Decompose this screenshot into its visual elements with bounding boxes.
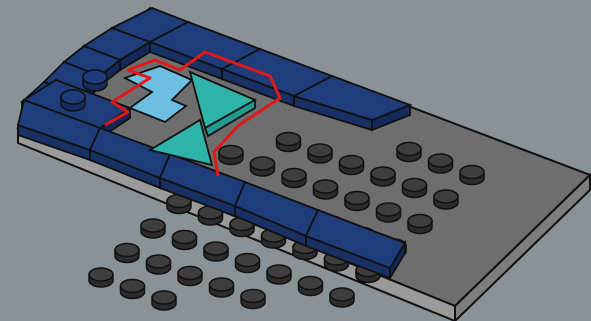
stud-top (83, 70, 107, 84)
stud-top (277, 133, 301, 146)
stud (434, 190, 458, 209)
stud (241, 290, 265, 309)
stud (152, 291, 176, 310)
stud-top (210, 278, 234, 291)
stud-top (121, 280, 145, 293)
stud-top (219, 146, 243, 159)
stud-top (251, 157, 275, 170)
stud (308, 144, 332, 163)
stud (371, 167, 395, 186)
stud (173, 231, 197, 250)
stud-top (308, 144, 332, 157)
stud-top (434, 190, 458, 203)
stud (282, 169, 306, 188)
stud (178, 267, 202, 286)
stud (251, 157, 275, 176)
stud (277, 133, 301, 152)
stud-top (429, 154, 453, 167)
stud (267, 265, 291, 284)
stud (236, 254, 260, 273)
stud-top (89, 268, 113, 281)
stud-top (115, 244, 139, 257)
navy-stud (61, 90, 85, 111)
stud-top (340, 156, 364, 169)
stud (121, 280, 145, 299)
stud (219, 146, 243, 165)
stud-top (173, 231, 197, 244)
stud (377, 203, 401, 222)
stud-top (282, 169, 306, 182)
stud (89, 268, 113, 287)
stud-top (330, 288, 354, 301)
stud (340, 156, 364, 175)
stud-top (61, 90, 85, 104)
stud-top (147, 255, 171, 268)
stud (204, 242, 228, 261)
stud (141, 219, 165, 238)
stud (210, 278, 234, 297)
stud-top (371, 167, 395, 180)
stud-top (141, 219, 165, 232)
stud (460, 166, 484, 185)
stud-top (236, 254, 260, 267)
stud (330, 288, 354, 307)
stud-top (377, 203, 401, 216)
stud-top (345, 192, 369, 205)
stud (429, 154, 453, 173)
stud-top (397, 143, 421, 156)
stud-top (460, 166, 484, 179)
stud (115, 244, 139, 263)
stud-top (267, 265, 291, 278)
stud-top (314, 180, 338, 193)
stud-top (204, 242, 228, 255)
stud-top (403, 179, 427, 192)
stud-top (408, 215, 432, 228)
stud-top (152, 291, 176, 304)
navy-stud (83, 70, 107, 91)
stud (345, 192, 369, 211)
stud-top (241, 290, 265, 303)
stud (408, 215, 432, 234)
stud (314, 180, 338, 199)
stud-top (178, 267, 202, 280)
stud (403, 179, 427, 198)
stud (299, 277, 323, 296)
stud (397, 143, 421, 162)
stud-top (299, 277, 323, 290)
stud (147, 255, 171, 274)
